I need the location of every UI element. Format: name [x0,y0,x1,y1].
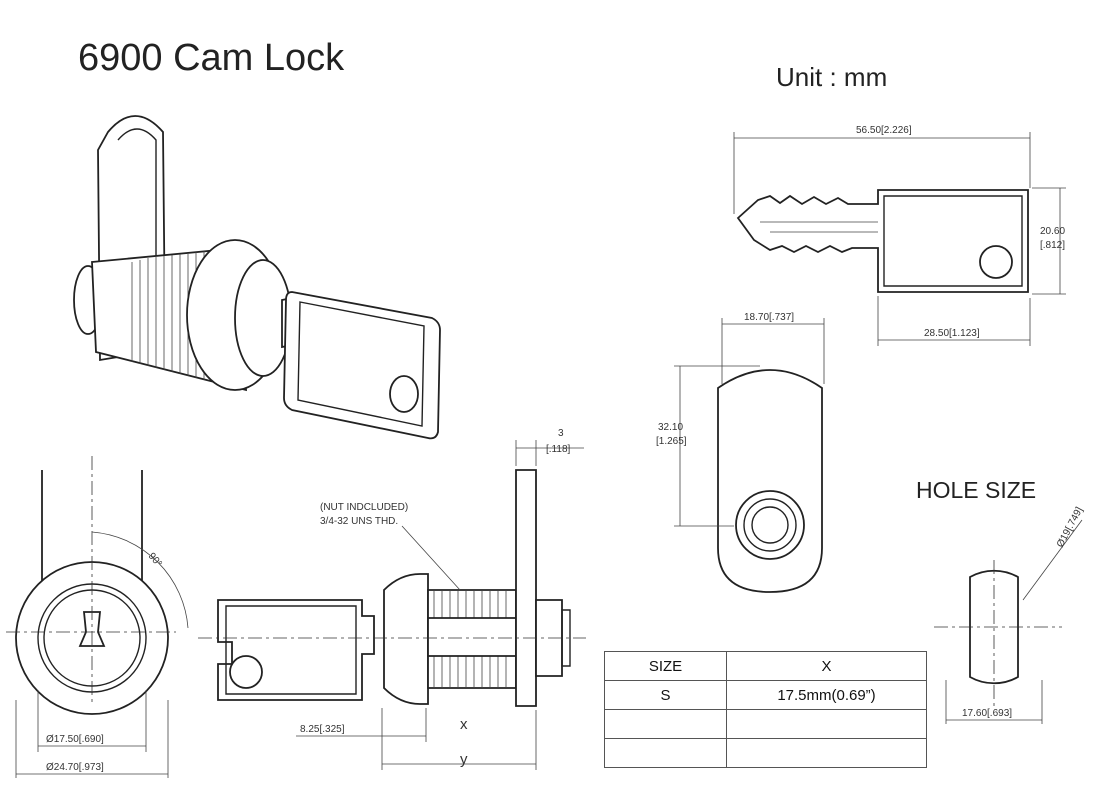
header-size: SIZE [604,651,727,681]
flange-offset-dim: 8.25[.325] [300,724,345,735]
table-row [604,709,927,739]
x-dimension-marker: x [460,716,468,733]
key-length-dim: 56.50[2.226] [856,125,912,136]
cell-size: S [604,680,727,710]
cam-width-dim: 18.70[.737] [744,312,794,323]
cam-length-dim-in: [1.265] [656,436,687,447]
hole-flat-dim: 17.60[.693] [962,708,1012,719]
cam-length-dim: 32.10 [658,422,683,433]
hole-diameter-dim: Ø19[.749] [1055,505,1085,549]
table-row [604,738,927,768]
cam-front-view: 18.70[.737] 32.10 [1.265] [656,312,825,593]
y-dimension-marker: y [460,751,468,768]
cell-size [604,738,727,768]
key-width-dim: 20.60 [1040,226,1065,237]
nut-included-note: (NUT INDCLUDED) [320,502,408,513]
size-table: SIZE X S 17.5mm(0.69”) [604,651,927,768]
cell-size [604,709,727,739]
key-side-view: 56.50[2.226] 20.60 [.812] 28.50[1.123] [733,125,1066,346]
table-row: S 17.5mm(0.69”) [604,680,927,710]
cell-x: 17.5mm(0.69”) [726,680,927,710]
isometric-lock-illustration [73,115,441,440]
key-width-dim-in: [.812] [1040,240,1065,251]
face-outer-diameter-dim: Ø24.70[.973] [46,762,104,773]
hole-size-view: Ø19[.749] 17.60[.693] [934,505,1085,724]
cell-x [726,738,927,768]
drawing-title: 6900 Cam Lock [78,37,345,79]
table-header-row: SIZE X [604,651,927,681]
lock-side-view: 3 [.118] (NUT INDCLUDED) 3/4-32 UNS THD.… [198,428,586,770]
cam-thickness-dim: 3 [558,428,564,439]
cell-x [726,709,927,739]
cam-thickness-dim-in: [.118] [546,444,570,455]
unit-label: Unit : mm [776,62,887,92]
hole-size-label: HOLE SIZE [916,477,1036,503]
thread-spec-note: 3/4-32 UNS THD. [320,516,398,527]
face-inner-diameter-dim: Ø17.50[.690] [46,734,104,745]
lock-face-view: 90° Ø17.50[.690] Ø24.70[.973] [6,456,189,778]
header-x: X [726,651,927,681]
key-head-length-dim: 28.50[1.123] [924,328,980,339]
